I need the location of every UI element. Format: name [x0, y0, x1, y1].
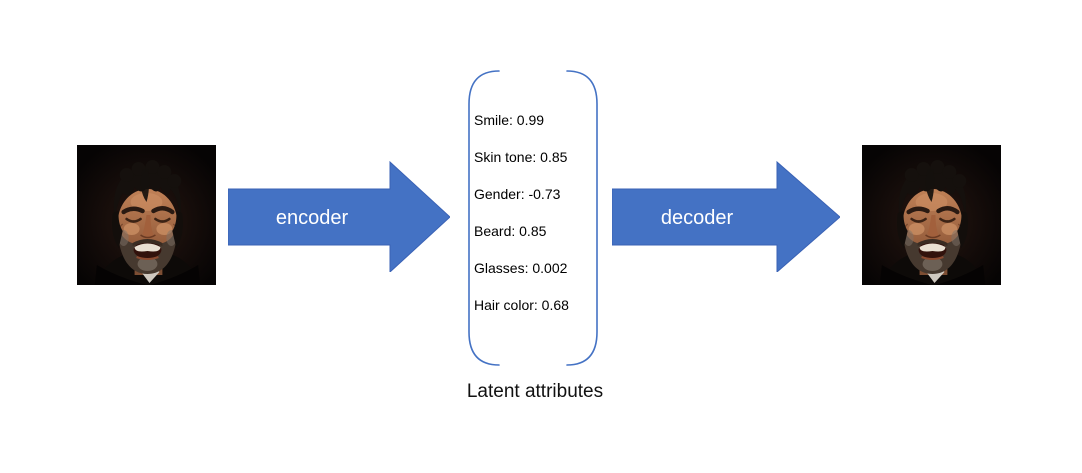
latent-attribute-beard: Beard: 0.85	[474, 223, 547, 239]
encoder-arrow-shape	[228, 160, 450, 272]
latent-vector-bracket	[468, 70, 598, 366]
smiling-man-photo-icon	[77, 145, 216, 285]
output-face-image	[862, 145, 1001, 285]
latent-attribute-gender: Gender: -0.73	[474, 186, 561, 202]
decoder-arrow-shape	[612, 160, 840, 272]
decoder-arrow: decoder	[612, 160, 840, 272]
left-bracket-shape	[468, 70, 500, 366]
latent-attribute-hair-color: Hair color: 0.68	[474, 297, 569, 313]
input-face-image	[77, 145, 216, 285]
encoder-arrow: encoder	[228, 160, 450, 272]
latent-attribute-skin-tone: Skin tone: 0.85	[474, 149, 568, 165]
latent-attributes-list: Smile: 0.99 Skin tone: 0.85 Gender: -0.7…	[474, 112, 604, 334]
right-bracket-shape	[566, 70, 598, 366]
encoder-label: encoder	[276, 207, 349, 229]
latent-attribute-smile: Smile: 0.99	[474, 112, 545, 128]
latent-attributes-caption: Latent attributes	[466, 381, 604, 402]
smiling-man-photo-icon	[862, 145, 1001, 285]
latent-attribute-glasses: Glasses: 0.002	[474, 260, 568, 276]
decoder-label: decoder	[661, 207, 734, 229]
